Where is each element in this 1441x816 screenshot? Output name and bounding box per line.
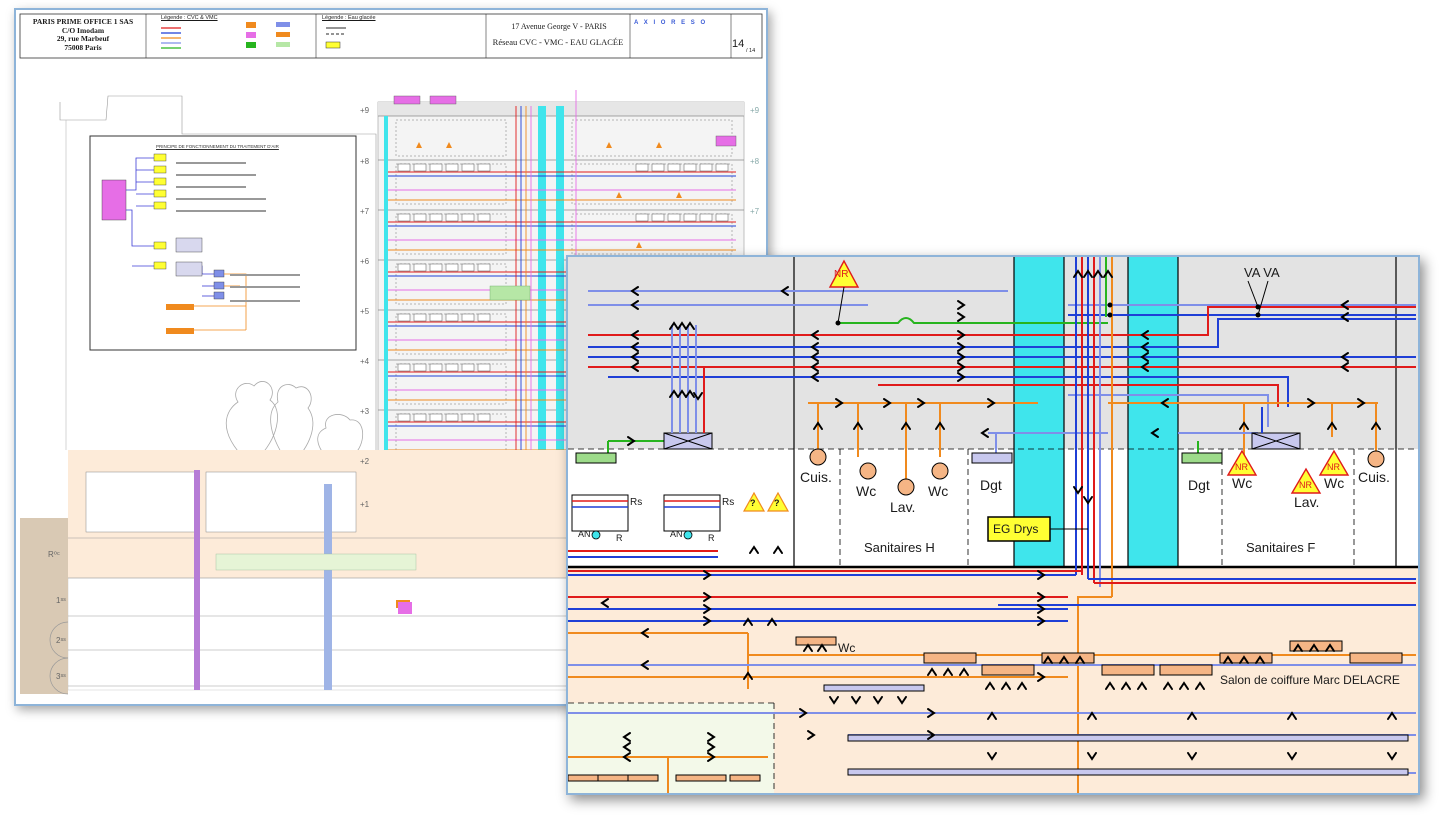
exhaust-wc-1 xyxy=(859,462,877,480)
exhaust-cuis-left xyxy=(809,448,827,466)
owner-line-1: PARIS PRIME OFFICE 1 SAS xyxy=(32,17,134,26)
label-wc-5: Wc xyxy=(838,641,856,655)
nr-label-3: NR xyxy=(1327,462,1340,472)
label-an-2: AN xyxy=(670,529,683,539)
unknown-label-2: ? xyxy=(774,498,780,508)
terminal-b7 xyxy=(1219,652,1273,664)
nr-label-1: NR xyxy=(1235,462,1248,472)
label-wc-2: Wc xyxy=(928,483,949,499)
level-label-2: +2 xyxy=(360,457,370,466)
firm-logo: A X I O R E S O xyxy=(634,20,708,26)
nr-label-2: NR xyxy=(1299,480,1312,490)
owner-block: PARIS PRIME OFFICE 1 SAS C/O Imodam 29, … xyxy=(22,17,144,52)
unknown-warning-2 xyxy=(766,491,790,512)
level-label-6: +6 xyxy=(360,257,370,266)
nr-warning-3 xyxy=(1318,449,1350,476)
level-label-7: +7 xyxy=(360,207,370,216)
terminal-b1 xyxy=(795,636,837,646)
sheet-total: / 14 xyxy=(746,48,756,54)
level-label-ss1: 1ˢˢ xyxy=(56,596,66,605)
level-label-8-right: +8 xyxy=(750,157,760,166)
label-sanitaires-h: Sanitaires H xyxy=(864,540,935,555)
terminal-c4 xyxy=(675,774,727,782)
nr-warning-2 xyxy=(1290,467,1322,494)
terminal-b5 xyxy=(1101,664,1155,676)
sheet-number: 14 xyxy=(732,38,745,50)
terminal-c2 xyxy=(597,774,629,782)
label-wc-4: Wc xyxy=(1324,475,1345,491)
fancoil-1 xyxy=(571,494,629,540)
terminal-c3 xyxy=(627,774,659,782)
label-wc-3: Wc xyxy=(1232,475,1253,491)
level-label-9-right: +9 xyxy=(750,106,760,115)
terminal-c5 xyxy=(729,774,761,782)
label-rs-1: Rs xyxy=(630,497,643,508)
label-dgt-1: Dgt xyxy=(980,477,1002,493)
duct-lower-3 xyxy=(847,768,1409,776)
label-r-2: R xyxy=(708,533,715,543)
label-wc-1: Wc xyxy=(856,483,877,499)
exhaust-wc-2 xyxy=(931,462,949,480)
grille-green-left xyxy=(575,452,617,464)
label-eg-drys: EG Drys xyxy=(993,522,1039,536)
level-label-9: +9 xyxy=(360,106,370,115)
exhaust-cuis-right xyxy=(1367,450,1385,468)
level-label-rdc: R⁰ᶜ xyxy=(48,550,60,559)
level-label-1: +1 xyxy=(360,500,370,509)
label-cuis-left: Cuis. xyxy=(800,469,832,485)
owner-line-2: C/O Imodam xyxy=(61,25,105,35)
legend-cvc-title: Légende : CVC & VMC xyxy=(161,15,218,21)
label-rs-2: Rs xyxy=(722,497,735,508)
label-r-1: R xyxy=(616,533,623,543)
owner-line-3: 29, rue Marbeuf xyxy=(56,34,110,43)
level-label-5: +5 xyxy=(360,307,370,316)
detail-drawing xyxy=(568,257,1418,793)
ahu-right xyxy=(1251,432,1301,450)
nr-warning-1 xyxy=(1226,449,1258,476)
detail-zoom: NR VA VA ? ? Cuis. Wc Lav. Wc Dgt Sanita… xyxy=(566,255,1420,795)
network-title: Réseau CVC - VMC - EAU GLACÉE xyxy=(492,37,624,47)
label-cuis-right: Cuis. xyxy=(1358,469,1390,485)
duct-lower-2 xyxy=(847,734,1409,742)
schema-title: PRINCIPE DE FONCTIONNEMENT DU TRAITEMENT… xyxy=(156,144,279,149)
label-an-1: AN xyxy=(578,529,591,539)
grille-green-right xyxy=(1181,452,1223,464)
level-label-3: +3 xyxy=(360,407,370,416)
fancoil-2 xyxy=(663,494,721,540)
label-sanitaires-f: Sanitaires F xyxy=(1246,540,1316,555)
terminal-c1 xyxy=(568,774,599,782)
label-dgt-2: Dgt xyxy=(1188,477,1210,493)
eg-drys-box xyxy=(987,516,1051,542)
terminal-b8 xyxy=(1289,640,1343,652)
level-label-7-right: +7 xyxy=(750,207,760,216)
exhaust-lav-1 xyxy=(897,478,915,496)
legend-eau-title: Légende : Eau glacée xyxy=(322,15,376,21)
level-label-8: +8 xyxy=(360,157,370,166)
project-address: 17 Avenue George V - PARIS xyxy=(511,22,607,31)
level-label-4: +4 xyxy=(360,357,370,366)
terminal-b2 xyxy=(923,652,977,664)
va-label: VA VA xyxy=(1244,265,1280,280)
label-lav-1: Lav. xyxy=(890,499,916,515)
unknown-label-1: ? xyxy=(750,498,756,508)
terminal-b9 xyxy=(1349,652,1403,664)
ahu-left xyxy=(663,432,713,450)
level-label-ss2: 2ˢˢ xyxy=(56,636,66,645)
duct-lower-1 xyxy=(823,684,925,692)
grille-dgt xyxy=(971,452,1013,464)
level-label-ss3: 3ˢˢ xyxy=(56,672,66,681)
nr-label-top: NR xyxy=(834,269,849,280)
label-salon: Salon de coiffure Marc DELACRE xyxy=(1220,673,1400,687)
unknown-warning-1 xyxy=(742,491,766,512)
terminal-b3 xyxy=(981,664,1035,676)
label-lav-2: Lav. xyxy=(1294,494,1320,510)
terminal-b6 xyxy=(1159,664,1213,676)
owner-line-4: 75008 Paris xyxy=(64,42,102,52)
